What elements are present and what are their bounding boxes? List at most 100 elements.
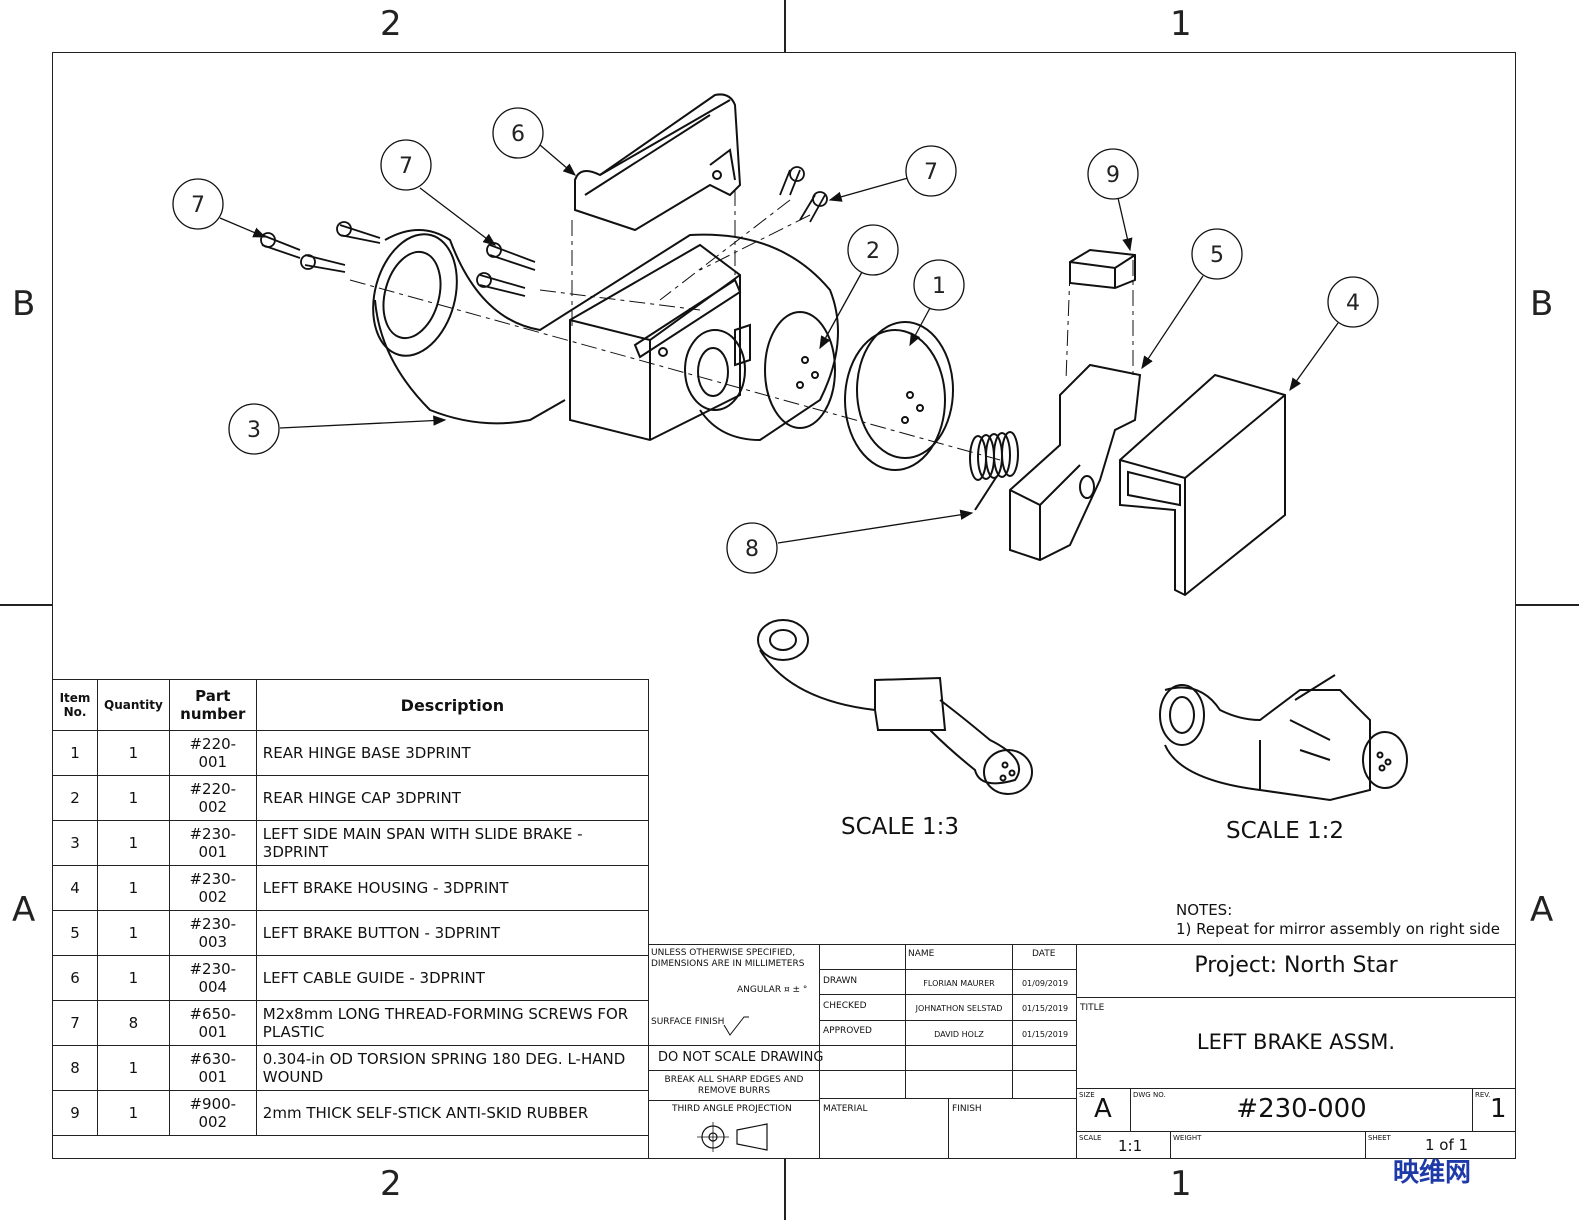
do-not-scale-text: DO NOT SCALE DRAWING (658, 1050, 824, 1065)
bom-cell-part-number: #900-002 (168, 1090, 257, 1136)
surface-finish-icon (723, 1016, 749, 1036)
cable-guide-part (574, 93, 742, 232)
dwg-no-label: DWG NO. (1133, 1091, 1166, 1099)
balloon-5 (1191, 228, 1243, 280)
balloon-8 (726, 522, 778, 574)
bom-cell-part-number: #650-001 (168, 1000, 257, 1046)
bom-cell-part-number: #230-002 (168, 865, 257, 911)
unless-specified-text: UNLESS OTHERWISE SPECIFIED, DIMENSIONS A… (651, 948, 805, 969)
bom-cell-part-number: #230-001 (168, 820, 257, 866)
balloon-1-label: 1 (932, 274, 946, 299)
break-edges-text: BREAK ALL SHARP EDGES AND REMOVE BURRS (664, 1075, 804, 1096)
angular-tolerance-text: ANGULAR ¤ ± ° (737, 985, 808, 995)
scale-1-2-view (1159, 674, 1408, 802)
bom-cell-part-number: #230-004 (168, 955, 257, 1001)
scale-1-3-label: SCALE 1:3 (841, 814, 960, 840)
bill-of-materials-table: Item No. Quantity Part number Descriptio… (52, 679, 650, 1136)
title-label: TITLE (1080, 1003, 1105, 1013)
watermark-logo: 映维网 (1393, 1158, 1472, 1188)
zone-tick-top (784, 0, 786, 52)
sheet-value: 1 of 1 (1425, 1136, 1469, 1154)
torsion-spring-part (969, 431, 1019, 511)
brake-button-part (1009, 363, 1142, 562)
bom-cell-part-number: #220-002 (168, 775, 257, 821)
bom-cell-item: 4 (52, 865, 98, 911)
checked-date: 01/15/2019 (1021, 1004, 1069, 1013)
bom-cell-part-number: #630-001 (168, 1045, 257, 1091)
bom-cell-part-number: #230-003 (168, 910, 257, 956)
bom-cell-quantity: 1 (97, 730, 170, 776)
zone-label-left-b: B (12, 284, 36, 324)
bom-header-quantity: Quantity (97, 679, 170, 731)
bom-cell-item: 9 (52, 1090, 98, 1136)
weight-label: WEIGHT (1173, 1134, 1202, 1142)
third-angle-text: THIRD ANGLE PROJECTION (672, 1104, 792, 1114)
bom-header-description: Description (255, 679, 650, 731)
screw-parts (260, 166, 828, 297)
hinge-base-part (844, 321, 954, 471)
finish-label: FINISH (952, 1104, 982, 1114)
balloon-1 (913, 259, 965, 311)
drawing-number: #230-000 (1236, 1094, 1367, 1124)
balloon-8-label: 8 (745, 537, 759, 562)
balloon-4 (1327, 276, 1379, 328)
bom-cell-description: LEFT BRAKE HOUSING - 3DPRINT (255, 865, 650, 911)
bom-cell-item: 5 (52, 910, 98, 956)
scale-1-2-label: SCALE 1:2 (1226, 818, 1345, 844)
zone-tick-right (1516, 604, 1579, 606)
checked-label: CHECKED (823, 1001, 867, 1011)
rubber-pad-part (1069, 248, 1136, 290)
bom-cell-description: REAR HINGE CAP 3DPRINT (255, 775, 650, 821)
bom-cell-quantity: 1 (97, 1045, 170, 1091)
size-label: SIZE (1079, 1091, 1095, 1099)
revision-value: 1 (1490, 1094, 1507, 1124)
scale-label: SCALE (1079, 1134, 1102, 1142)
zone-label-bottom-1: 1 (1170, 1164, 1192, 1204)
balloon-6 (492, 107, 544, 159)
balloon-6-label: 6 (511, 122, 525, 147)
balloon-9-label: 9 (1106, 163, 1120, 188)
size-value: A (1094, 1094, 1112, 1124)
name-header: NAME (908, 949, 935, 959)
bom-cell-description: LEFT SIDE MAIN SPAN WITH SLIDE BRAKE - 3… (255, 820, 650, 866)
bom-cell-description: 0.304-in OD TORSION SPRING 180 DEG. L-HA… (255, 1045, 650, 1091)
balloon-4-label: 4 (1346, 291, 1360, 316)
bom-cell-item: 8 (52, 1045, 98, 1091)
drawn-name: FLORIAN MAURER (923, 979, 995, 988)
balloon-7a (380, 139, 432, 191)
bom-cell-quantity: 1 (97, 955, 170, 1001)
sheet-label: SHEET (1368, 1134, 1391, 1142)
bom-cell-quantity: 8 (97, 1000, 170, 1046)
balloon-2 (847, 224, 899, 276)
zone-label-top-1: 1 (1170, 4, 1192, 44)
bom-cell-item: 3 (52, 820, 98, 866)
row-blank (819, 1070, 1077, 1099)
balloon-7b-label: 7 (191, 193, 205, 218)
main-span-part (372, 229, 839, 442)
zone-label-left-a: A (12, 890, 36, 930)
bom-cell-description: LEFT CABLE GUIDE - 3DPRINT (255, 955, 650, 1001)
material-label: MATERIAL (823, 1104, 868, 1114)
surface-finish-text: SURFACE FINISH (651, 1017, 725, 1027)
notes-line-1: 1) Repeat for mirror assembly on right s… (1176, 920, 1500, 938)
bom-cell-item: 7 (52, 1000, 98, 1046)
bom-cell-quantity: 1 (97, 1090, 170, 1136)
balloon-7b (172, 178, 224, 230)
date-header: DATE (1032, 949, 1056, 959)
brake-housing-part (1119, 373, 1286, 597)
bom-cell-item: 6 (52, 955, 98, 1001)
bom-cell-quantity: 1 (97, 865, 170, 911)
scale-1-3-view (757, 619, 1033, 795)
balloon-3-label: 3 (247, 418, 261, 443)
bom-header-part-number: Part number (168, 679, 257, 731)
bom-header-row: Item No. Quantity Part number Descriptio… (52, 679, 650, 731)
drawn-date: 01/09/2019 (1021, 979, 1069, 988)
bom-cell-description: M2x8mm LONG THREAD-FORMING SCREWS FOR PL… (255, 1000, 650, 1046)
